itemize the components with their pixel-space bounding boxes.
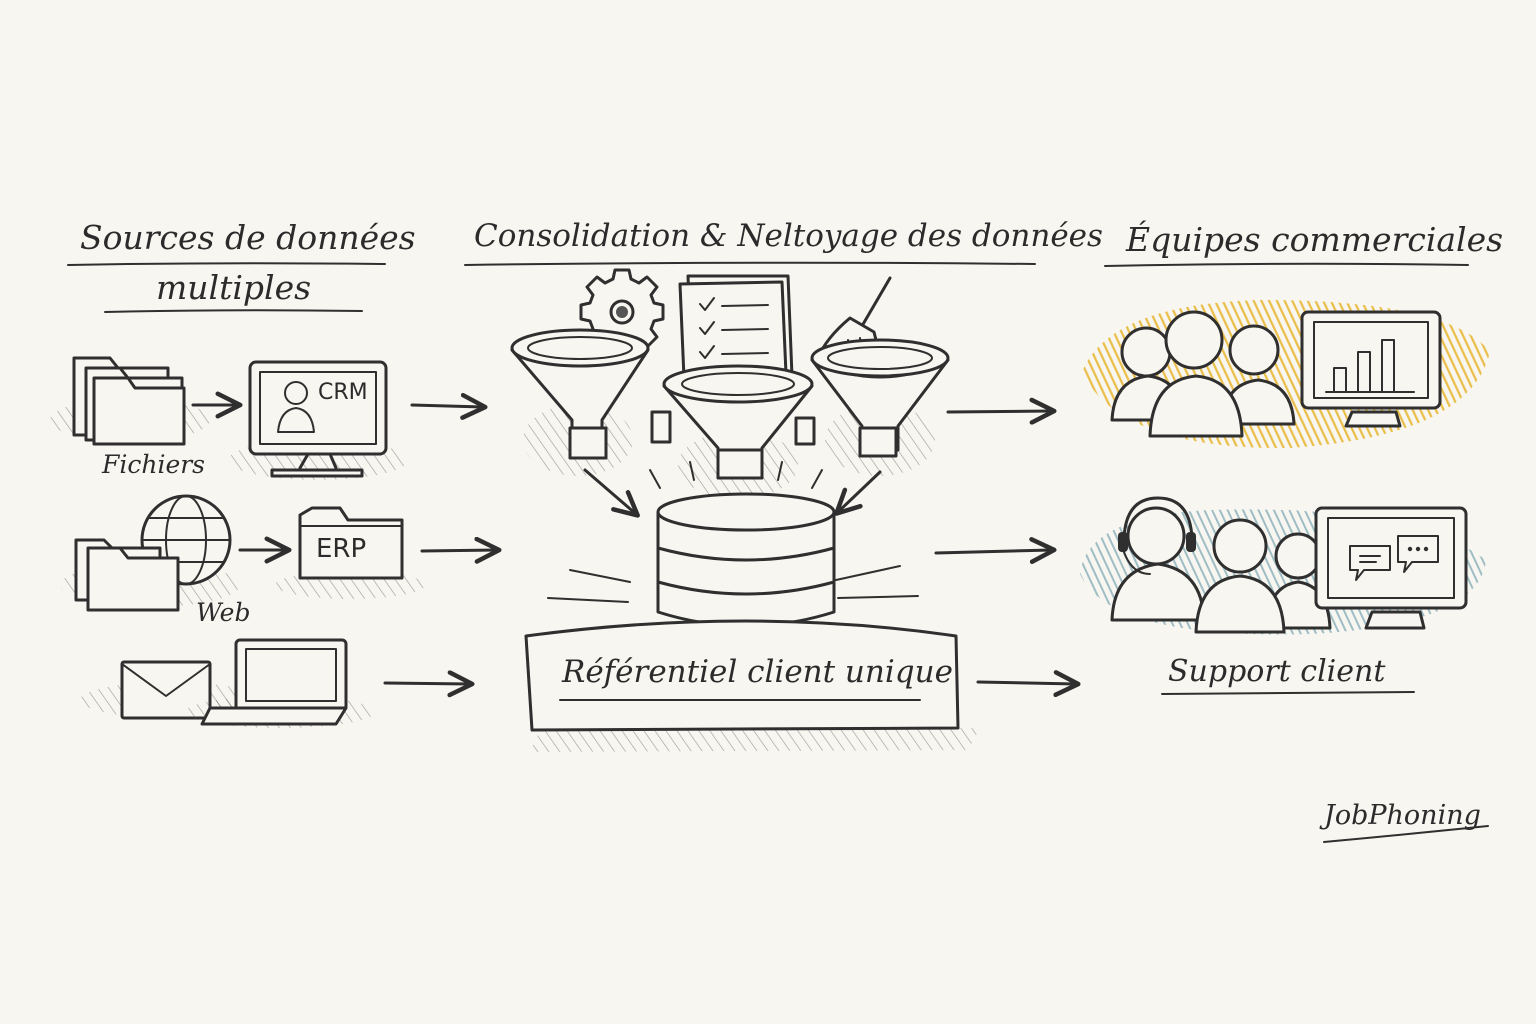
arrow-icon [934,537,1057,565]
support-label: Support client [1168,654,1386,689]
arrow-icon [834,470,882,516]
checklist-icon [678,274,794,382]
arrow-icon [583,468,640,518]
folder-icon [275,506,425,599]
people-icon [1110,310,1296,438]
crm-label: CRM [318,380,368,405]
support-underline [1161,691,1415,695]
arrow-icon [410,392,488,420]
funnel-icon [662,364,814,499]
signature-underline [1323,825,1489,843]
chat-bubbles-icon [1349,535,1439,581]
funnel-spouts [650,410,816,446]
web-label: Web [196,598,251,627]
arrow-icon [383,670,475,698]
database-icon [656,492,836,628]
arrow-icon [976,670,1081,698]
processing-title: Consolidation & Neltoyage des données [474,218,1103,254]
monitor-icon [228,360,408,480]
sources-title-line2: multiples [156,268,312,307]
funnel-icon [510,328,650,476]
laptop-icon [185,638,375,728]
folder-icon [50,356,210,446]
bar-chart-icon [1325,339,1415,393]
files-label: Fichiers [102,450,206,479]
erp-label: ERP [316,534,367,564]
arrow-icon [420,536,502,564]
brand-signature: JobPhoning [1324,800,1481,831]
teams-title: Équipes commerciales [1126,220,1504,259]
hub-label: Référentiel client unique [562,654,953,690]
sources-title-line1: Sources de données [80,218,416,257]
arrow-icon [946,397,1057,425]
headset-icon [1110,496,1206,622]
folder-icon [74,538,180,612]
hub-platform [524,619,980,752]
people-icon [1194,518,1332,634]
burst-lines [547,461,919,603]
title-underlines [67,261,1469,313]
funnel-icon [810,338,950,476]
